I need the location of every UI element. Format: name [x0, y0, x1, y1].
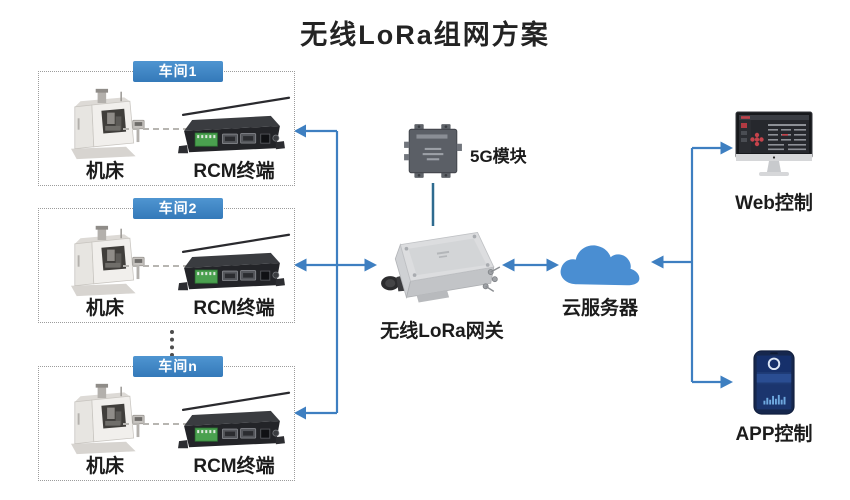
- workshop-badge: 车间2: [133, 198, 223, 219]
- rcm-terminal-label: RCM终端: [193, 456, 275, 477]
- machine-tool-image: [59, 86, 159, 162]
- arrowhead-to-web: [720, 141, 733, 155]
- workshop-badge: 车间1: [133, 61, 223, 82]
- app-control-label: APP控制: [735, 424, 813, 445]
- rcm-terminal-label: RCM终端: [193, 298, 275, 319]
- arrowhead-to-workshop1: [294, 124, 306, 138]
- machine-label: 机床: [85, 298, 124, 319]
- rcm-terminal-image: [175, 231, 291, 295]
- 5g-module-label: 5G模块: [470, 147, 527, 166]
- arrowhead-to-workshopn: [294, 406, 306, 420]
- lora-gateway-label: 无线LoRa网关: [380, 321, 504, 342]
- lora-gateway-image: [381, 231, 501, 303]
- machine-tool-image: [59, 223, 159, 299]
- workshop-box-2: 车间2 机床 RCM终端: [38, 198, 295, 323]
- rcm-terminal-label: RCM终端: [193, 161, 275, 182]
- more-workshops-ellipsis: [170, 330, 174, 357]
- workshop-box-1: 车间1 机床 RCM终端: [38, 61, 295, 186]
- 5g-module-image: [404, 124, 462, 178]
- arrowhead-to-workshop2: [294, 258, 307, 272]
- rcm-terminal-image: [175, 94, 291, 158]
- workshop-badge: 车间n: [133, 356, 223, 377]
- machine-label: 机床: [85, 161, 124, 182]
- arrowhead-to-cloud-right: [651, 255, 664, 269]
- page-title: 无线LoRa组网方案: [300, 20, 550, 50]
- arrowhead-to-app: [720, 375, 733, 389]
- machine-terminal-dashed-link: [123, 423, 189, 425]
- cloud-server-label: 云服务器: [561, 298, 638, 319]
- web-control-label: Web控制: [735, 193, 813, 214]
- machine-terminal-dashed-link: [123, 128, 189, 130]
- machine-label: 机床: [85, 456, 124, 477]
- web-monitor-image: [735, 111, 813, 176]
- machine-terminal-dashed-link: [123, 265, 189, 267]
- app-phone-image: [753, 350, 795, 415]
- cloud-icon: [560, 245, 640, 286]
- machine-tool-image: [59, 381, 159, 457]
- rcm-terminal-image: [175, 389, 291, 453]
- workshop-box-n: 车间n 机床 RCM终端: [38, 356, 295, 481]
